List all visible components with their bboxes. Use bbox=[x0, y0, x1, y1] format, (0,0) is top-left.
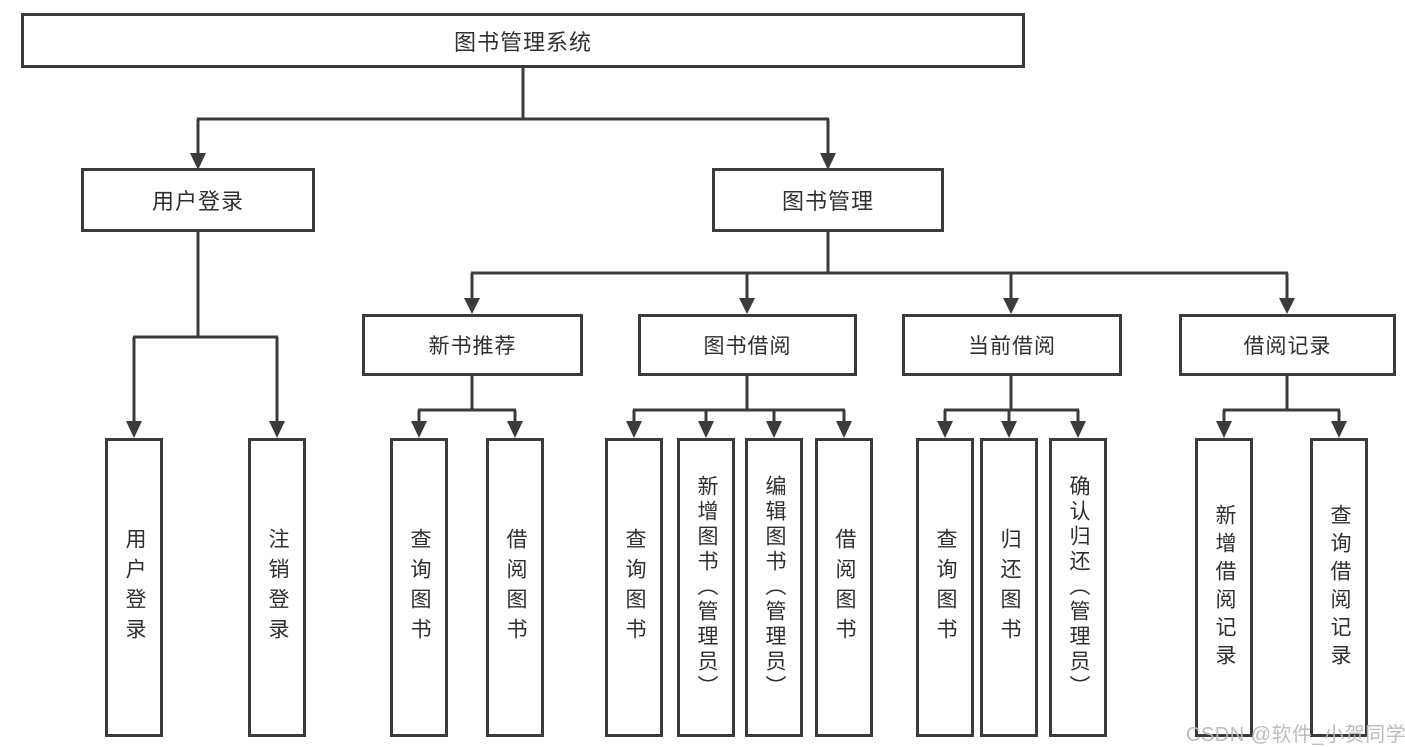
watermark: CSDN @软件_小贺同学 bbox=[1186, 724, 1405, 746]
leaf-label: 查询图书 bbox=[934, 527, 957, 648]
leaf-add-book-admin: 新增图书（管理员） bbox=[677, 438, 735, 737]
leaf-edit-book-admin: 编辑图书（管理员） bbox=[745, 438, 803, 737]
node-book-borrow: 图书借阅 bbox=[638, 314, 857, 376]
leaf-label: 编辑图书（管理员） bbox=[763, 475, 786, 700]
leaf-label: 用户登录 bbox=[123, 527, 146, 648]
leaf-borrow-books-recommend: 借阅图书 bbox=[486, 438, 544, 737]
leaf-user-login: 用户登录 bbox=[105, 438, 163, 737]
leaf-logout: 注销登录 bbox=[248, 438, 306, 737]
leaf-label: 确认归还（管理员） bbox=[1067, 475, 1090, 700]
leaf-label: 注销登录 bbox=[266, 527, 289, 648]
node-book-management: 图书管理 bbox=[712, 168, 944, 232]
node-borrow-records: 借阅记录 bbox=[1179, 314, 1396, 376]
node-user-login: 用户登录 bbox=[81, 168, 315, 232]
leaf-label: 查询借阅记录 bbox=[1328, 503, 1351, 672]
leaf-return-books: 归还图书 bbox=[980, 438, 1038, 737]
node-current-borrow: 当前借阅 bbox=[902, 314, 1122, 376]
leaf-query-borrow-record: 查询借阅记录 bbox=[1310, 438, 1368, 737]
leaf-add-borrow-record: 新增借阅记录 bbox=[1195, 438, 1253, 737]
leaf-borrow-books: 借阅图书 bbox=[815, 438, 873, 737]
leaf-query-books-borrow: 查询图书 bbox=[605, 438, 663, 737]
leaf-label: 归还图书 bbox=[998, 527, 1021, 648]
leaf-label: 新增图书（管理员） bbox=[695, 475, 718, 700]
node-root: 图书管理系统 bbox=[21, 13, 1025, 68]
leaf-label: 新增借阅记录 bbox=[1213, 503, 1236, 672]
leaf-query-books-recommend: 查询图书 bbox=[390, 438, 448, 737]
leaf-query-books-current: 查询图书 bbox=[916, 438, 974, 737]
leaf-label: 借阅图书 bbox=[833, 527, 856, 648]
leaf-label: 查询图书 bbox=[408, 527, 431, 648]
leaf-confirm-return-admin: 确认归还（管理员） bbox=[1049, 438, 1107, 737]
node-new-book-recommend: 新书推荐 bbox=[362, 314, 583, 376]
leaf-label: 查询图书 bbox=[623, 527, 646, 648]
leaf-label: 借阅图书 bbox=[504, 527, 527, 648]
